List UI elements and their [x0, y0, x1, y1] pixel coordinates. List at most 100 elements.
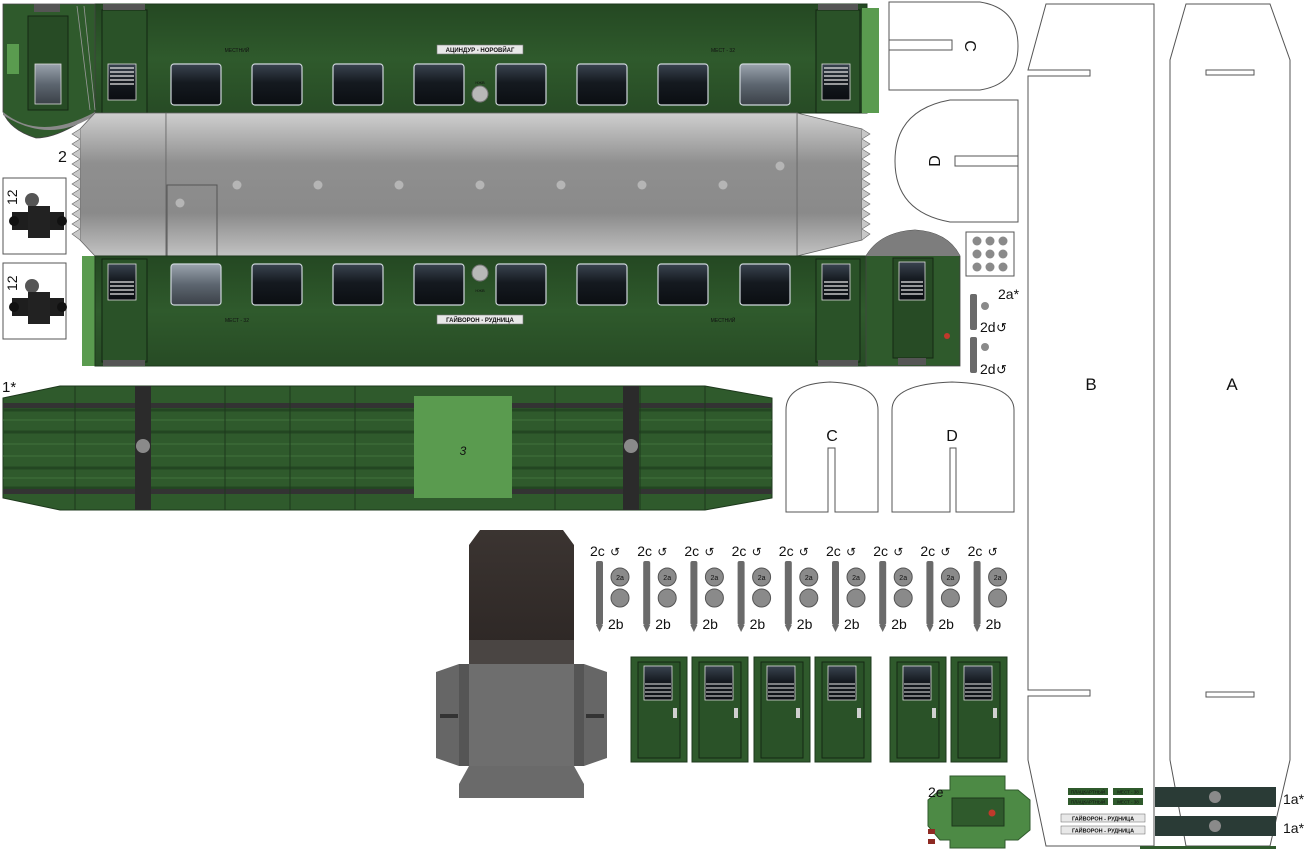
rotate-icon: ↺	[799, 545, 809, 559]
label-route-1: ГАЙВОРОН - РУДНИЦА	[1072, 815, 1134, 823]
doors-row	[630, 656, 1008, 763]
small-part-tip	[643, 625, 651, 632]
small-part-bottom-label: 2b	[891, 616, 907, 632]
small-part-rail	[643, 561, 651, 625]
small-parts-row: 2c↺2a2b2c↺2a2b2c↺2a2b2c↺2a2b2c↺2a2b2c↺2a…	[590, 543, 1008, 632]
route-board-top-text: АЦИНДУР - НОРОВЙАГ	[446, 46, 515, 54]
small-part-disc-label: 2a	[711, 575, 719, 582]
side-bottom-door-right	[815, 258, 861, 363]
small-part-disc	[657, 567, 677, 587]
door-handle	[673, 708, 677, 718]
small-part-ring	[893, 588, 913, 608]
door-part	[889, 656, 947, 763]
seat-plate-top: МЕСТ - 32	[711, 48, 735, 54]
small-part-rail	[832, 561, 839, 625]
type-plate-bottom: МЕСТНИЙ	[711, 316, 736, 324]
small-part-disc-label: 2a	[852, 575, 860, 582]
part-2e	[927, 775, 1031, 849]
small-part-top-label: 2c	[779, 543, 794, 559]
small-part-bottom-label: 2b	[844, 616, 860, 632]
small-part-rail	[879, 561, 887, 625]
end-profile-c-top	[888, 1, 1019, 91]
small-part-disc	[752, 567, 772, 587]
side-top-door-left	[101, 9, 148, 114]
emblem-bottom-text: НЖВ	[475, 288, 485, 293]
small-part-ring	[988, 588, 1008, 608]
small-part-disc-label: 2a	[663, 575, 671, 582]
end-panel-top-left	[2, 3, 96, 139]
rotate-icon: ↺	[752, 545, 762, 559]
label-end-d-bottom: D	[946, 428, 958, 445]
label-bogie-a: 12	[4, 189, 20, 205]
floor-b	[1027, 3, 1155, 847]
door-handle	[734, 708, 738, 718]
label-board-bottom-1: ПЛАЦКАРТНЫЙ	[1071, 798, 1105, 805]
small-part-bottom-label: 2b	[608, 616, 624, 632]
label-board-top-2: МЕСТ - 38	[1117, 790, 1139, 795]
door-handle	[796, 708, 800, 718]
label-end-d-top: D	[927, 155, 944, 167]
small-part-bottom-label: 2b	[702, 616, 718, 632]
small-part-disc-label: 2a	[994, 575, 1002, 582]
small-part-bottom-label: 2b	[750, 616, 766, 632]
small-part-ring	[846, 588, 866, 608]
rotate-icon-2: ↺	[996, 362, 1007, 377]
door-part	[814, 656, 872, 763]
end-panel-bottom-right	[865, 229, 961, 367]
small-part-disc-label: 2a	[805, 575, 813, 582]
small-part-top-label: 2c	[920, 543, 935, 559]
label-board-top-1: ПЛАЦКАРТНЫЙ	[1071, 788, 1105, 795]
small-part-top-label: 2c	[637, 543, 652, 559]
rotate-icon: ↺	[610, 545, 620, 559]
rotate-icon: ↺	[846, 545, 856, 559]
small-part-tip	[832, 625, 839, 632]
small-part-tip	[973, 625, 981, 632]
small-part-bottom-label: 2b	[986, 616, 1002, 632]
door-part	[950, 656, 1008, 763]
label-roof: 2	[58, 149, 67, 166]
label-sheet	[1060, 788, 1146, 835]
door-window	[766, 665, 796, 701]
small-part-disc	[893, 567, 913, 587]
small-part-ring	[657, 588, 677, 608]
small-part-top-label: 2c	[590, 543, 605, 559]
door-part	[630, 656, 688, 763]
underframe	[2, 385, 773, 511]
small-part-bottom-label: 2b	[797, 616, 813, 632]
end-profile-c-bottom	[785, 381, 879, 513]
rotate-icon-1: ↺	[996, 320, 1007, 335]
handrail-part-1	[970, 294, 989, 330]
small-part-disc	[799, 567, 819, 587]
small-part-rail	[784, 561, 792, 625]
small-part-bottom-label: 2b	[938, 616, 954, 632]
emblem-top-text: НЖВ	[475, 80, 485, 85]
small-part-disc-label: 2a	[947, 575, 955, 582]
small-part-tip	[784, 625, 792, 632]
small-part-disc	[610, 567, 630, 587]
small-part-top-label: 2c	[684, 543, 699, 559]
small-part-ring	[610, 588, 630, 608]
small-part-set: 2c ↺ 2a 2b	[590, 543, 630, 632]
label-strip-1: 1a*	[1283, 791, 1305, 807]
door-window	[902, 665, 932, 701]
side-bottom-door-left	[101, 258, 148, 363]
side-wall-bottom: НЖВ ГАЙВОРОН - РУДНИЦА МЕСТ - 32 МЕСТНИЙ	[82, 255, 868, 367]
door-part	[691, 656, 749, 763]
small-part-tip	[596, 625, 603, 632]
small-part-disc-label: 2a	[616, 575, 624, 582]
small-part-rail	[973, 561, 981, 625]
small-part-tip	[926, 625, 934, 632]
strip-green-bar	[1140, 846, 1276, 849]
small-part-set: 2c ↺ 2a 2b	[779, 543, 819, 632]
small-part-ring	[940, 588, 960, 608]
end-profile-d-top	[894, 99, 1019, 223]
label-end-c-bottom: C	[826, 428, 838, 445]
small-part-ring	[704, 588, 724, 608]
side-top-windows	[170, 63, 791, 106]
